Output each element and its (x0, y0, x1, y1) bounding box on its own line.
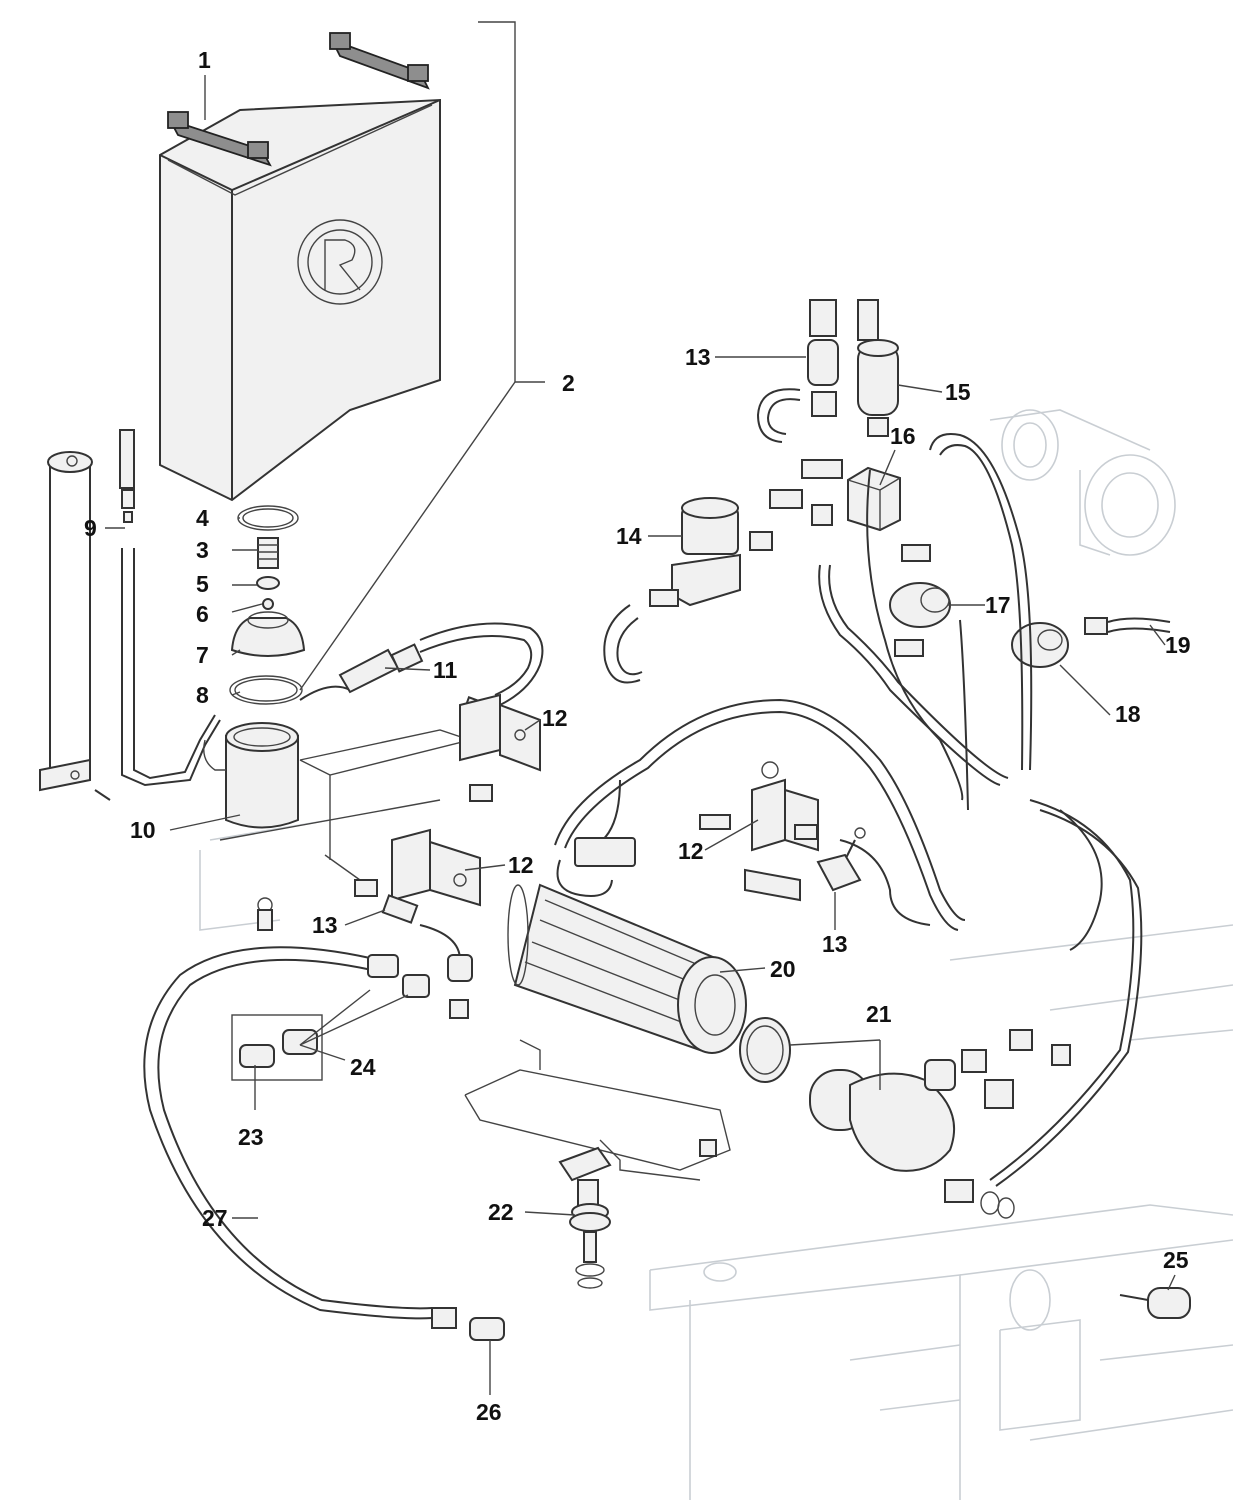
label-12-lower: 12 (508, 852, 534, 878)
label-2: 2 (562, 370, 575, 396)
machine-frame-ghost (199, 409, 1233, 1500)
label-13-middle: 13 (822, 931, 848, 957)
label-15: 15 (945, 379, 971, 405)
distribution-block (769, 459, 901, 532)
label-22: 22 (488, 1199, 514, 1225)
label-7: 7 (196, 642, 209, 668)
solenoid-valve-middle (699, 761, 866, 902)
label-27: 27 (202, 1205, 228, 1231)
rotary-pump (739, 1017, 1071, 1219)
label-11: 11 (433, 657, 458, 683)
label-17: 17 (985, 592, 1011, 618)
motor-mounting-plate (464, 1039, 731, 1181)
tank-handle-front (167, 111, 272, 167)
valve-bracket (219, 729, 473, 931)
flow-meter (649, 497, 773, 607)
pump-motor (507, 883, 747, 1054)
outlet-hose (143, 946, 1191, 1341)
label-10: 10 (130, 817, 156, 843)
label-25: 25 (1163, 1247, 1189, 1273)
pressure-switch (889, 544, 951, 657)
leader-lines (105, 75, 1176, 1395)
water-tank (159, 32, 441, 502)
tank-valve-stack (229, 505, 306, 705)
label-5: 5 (196, 571, 209, 597)
label-3: 3 (196, 537, 209, 563)
label-1: 1 (198, 47, 211, 73)
label-24: 24 (350, 1054, 376, 1080)
label-12-upper: 12 (542, 705, 568, 731)
label-26: 26 (476, 1399, 502, 1425)
safety-valve (1011, 617, 1171, 668)
label-13-left: 13 (312, 912, 338, 938)
label-20: 20 (770, 956, 796, 982)
pipe-network (554, 388, 1143, 1187)
label-4: 4 (196, 505, 209, 531)
label-13-top: 13 (685, 344, 711, 370)
label-6: 6 (196, 601, 209, 627)
label-8: 8 (196, 682, 209, 708)
label-12-middle: 12 (678, 838, 704, 864)
tank-handle-rear (329, 32, 430, 90)
expansion-valve (857, 339, 899, 437)
label-14: 14 (616, 523, 642, 549)
vibration-damper (558, 1146, 612, 1289)
solenoid-valve-upper (459, 693, 541, 802)
label-18: 18 (1115, 701, 1141, 727)
label-9: 9 (84, 515, 97, 541)
solenoid-valve-lower (354, 828, 481, 907)
fittings-13 (381, 299, 879, 1019)
label-19: 19 (1165, 632, 1191, 658)
group-bracket (299, 21, 545, 691)
filter-cup (203, 722, 299, 829)
label-23: 23 (238, 1124, 264, 1150)
level-probe (39, 429, 221, 801)
callout-labels: 1 2 3 4 5 6 7 8 9 10 11 12 12 12 13 13 1… (84, 47, 1191, 1425)
label-16: 16 (890, 423, 916, 449)
label-21: 21 (866, 1001, 892, 1027)
